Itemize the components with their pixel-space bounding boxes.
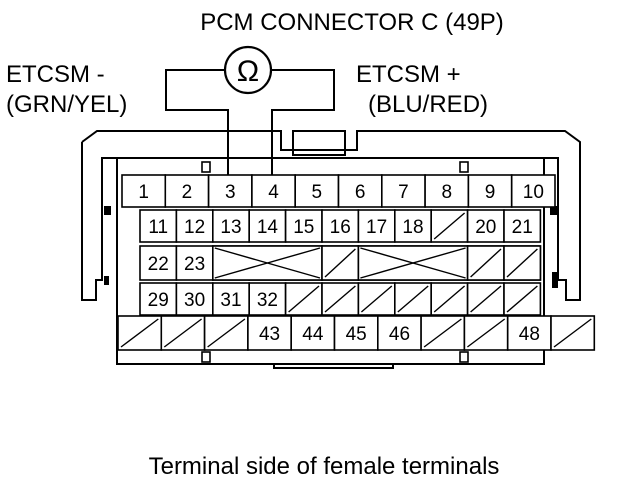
terminal-label: 13 — [220, 217, 241, 238]
terminal-label: 29 — [148, 290, 169, 311]
terminal-label: 8 — [441, 182, 452, 203]
terminal-30 — [175, 282, 214, 316]
terminal-20 — [466, 209, 505, 243]
terminal-21 — [503, 209, 542, 243]
terminal-14 — [248, 209, 287, 243]
terminal-label: 46 — [389, 324, 410, 345]
terminal-label: 2 — [182, 182, 193, 203]
terminal-7 — [380, 174, 426, 208]
probe-left-name: ETCSM - — [6, 61, 105, 88]
terminal-label: 45 — [346, 324, 367, 345]
unused-terminal-mark — [207, 318, 246, 348]
terminal-16 — [321, 209, 360, 243]
ohmmeter: Ω — [223, 45, 273, 95]
probe-left-label: ETCSM - (GRN/YEL) — [6, 61, 127, 118]
terminal-13 — [212, 209, 251, 243]
probe-left-wire-color: (GRN/YEL) — [6, 91, 127, 118]
terminal-label: 43 — [259, 324, 280, 345]
unused-terminal-mark — [288, 285, 320, 313]
terminal-label: 30 — [184, 290, 205, 311]
terminal-11 — [139, 209, 178, 243]
terminal-31 — [212, 282, 251, 316]
terminal-label: 31 — [220, 290, 241, 311]
housing-guides — [104, 206, 558, 288]
terminal-22 — [139, 245, 178, 281]
terminal-label: 21 — [512, 217, 533, 238]
cavity-x-line — [214, 247, 321, 279]
unused-terminal-mark — [324, 285, 356, 313]
terminal-label: 17 — [366, 217, 387, 238]
terminal-label: 14 — [257, 217, 279, 238]
terminal-12 — [175, 209, 214, 243]
terminal-32 — [248, 282, 287, 316]
cavity-slash-line — [506, 248, 538, 278]
terminal-label: 22 — [148, 254, 169, 275]
cavity-x-line — [360, 247, 466, 279]
terminal-label: 32 — [257, 290, 278, 311]
terminal-label: 10 — [523, 182, 544, 203]
terminal-46 — [376, 315, 422, 351]
cavity-slash-line — [470, 248, 502, 278]
terminal-label: 23 — [184, 254, 205, 275]
terminal-label: 15 — [293, 217, 314, 238]
unused-terminal-mark — [397, 285, 429, 313]
terminal-17 — [357, 209, 396, 243]
caption: Terminal side of female terminals — [149, 453, 500, 480]
terminal-43 — [247, 315, 292, 351]
unused-terminal-mark — [553, 318, 592, 348]
terminal-label: 48 — [519, 324, 540, 345]
terminal-label: 11 — [148, 217, 168, 238]
unused-terminal-mark — [163, 318, 203, 348]
probe-right-wire-color: (BLU/RED) — [368, 91, 488, 118]
probe-wire-minus — [165, 69, 229, 176]
unused-terminal-mark — [423, 318, 462, 348]
terminal-label: 9 — [485, 182, 496, 203]
ohm-icon: Ω — [237, 55, 259, 88]
terminal-5 — [294, 174, 340, 208]
housing-tab — [292, 130, 346, 156]
connector-housing — [81, 130, 581, 369]
terminal-label: 5 — [312, 182, 323, 203]
housing-inner-left — [81, 142, 274, 365]
unused-terminal-mark — [466, 318, 506, 348]
probe-right-label: ETCSM + (BLU/RED) — [356, 61, 488, 118]
unused-terminal-mark — [433, 285, 466, 313]
unused-terminal-mark — [506, 285, 538, 313]
unused-terminal-mark — [470, 285, 502, 313]
terminal-label: 18 — [402, 217, 423, 238]
terminal-48 — [506, 315, 552, 351]
probe-wire-plus — [271, 69, 335, 176]
terminal-label: 7 — [398, 182, 409, 203]
terminal-label: 6 — [355, 182, 366, 203]
terminal-44 — [290, 315, 336, 351]
unused-terminal-mark — [360, 285, 393, 313]
terminal-15 — [284, 209, 323, 243]
terminal-label: 12 — [184, 217, 205, 238]
cavity-slash-line — [324, 248, 356, 278]
terminal-label: 4 — [268, 182, 279, 203]
terminal-23 — [175, 245, 214, 281]
probe-right-name: ETCSM + — [356, 61, 461, 88]
terminal-10 — [510, 174, 556, 208]
terminal-label: 16 — [330, 217, 351, 238]
diagram-title: PCM CONNECTOR C (49P) — [200, 9, 504, 36]
terminal-label: 44 — [302, 324, 324, 345]
terminal-label: 1 — [138, 182, 149, 203]
terminal-label: 20 — [475, 217, 496, 238]
unused-terminal-mark — [433, 212, 466, 240]
terminal-label: 3 — [225, 182, 236, 203]
housing-locks — [201, 161, 469, 363]
unused-terminal-mark — [120, 318, 159, 348]
